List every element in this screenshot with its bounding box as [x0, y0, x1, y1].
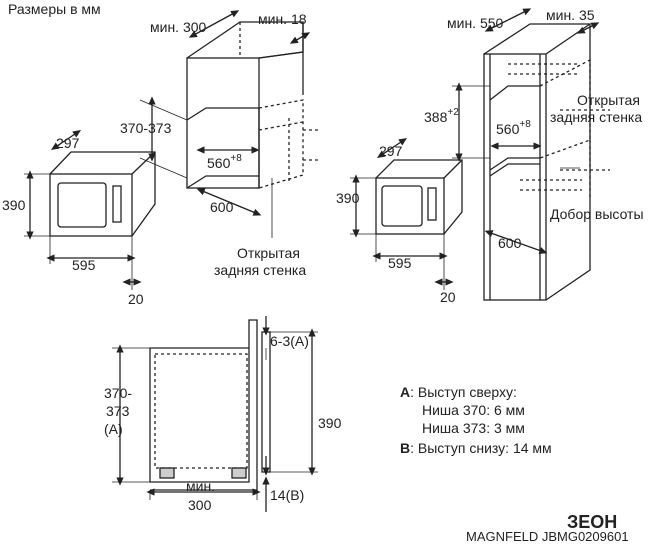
label2-mw-depth: 297	[379, 143, 403, 159]
niche-opening-top	[186, 107, 259, 121]
tall-niche-top	[489, 85, 540, 101]
dim-depth-300	[188, 10, 240, 38]
label-niche-gap: мин. 18	[258, 11, 307, 27]
side-label-height-a: 370-	[104, 385, 132, 401]
side-label-depth-a: мин.	[186, 478, 215, 494]
label2-niche-gap: мин. 35	[546, 7, 595, 23]
diagram-side-view	[112, 316, 318, 512]
side-label-total-height: 390	[318, 415, 342, 431]
tall-niche-shelf	[489, 157, 540, 171]
dim-gap-18	[289, 32, 311, 44]
dim2-depth-550	[484, 8, 532, 32]
label2-shelf: Добор высоты	[550, 206, 644, 222]
label2-mw-width: 595	[388, 255, 412, 271]
dim-mw-depth-297	[50, 129, 82, 151]
tall-cabinet-front	[483, 53, 547, 301]
label-niche-width: 560+8	[207, 153, 242, 171]
diagram-wall-niche	[24, 10, 318, 290]
label2-niche-width: 560+8	[496, 119, 531, 137]
label2-back-wall-a: Открытая	[577, 92, 640, 108]
microwave-door-window	[57, 182, 107, 228]
label-niche-height: 370-373	[120, 120, 172, 136]
microwave-front	[49, 173, 133, 237]
dim-depth-600	[196, 188, 262, 216]
legend-a-line2: Ниша 370: 6 мм	[422, 402, 525, 418]
label-cabinet-depth: 600	[210, 199, 234, 215]
microwave2-body	[375, 159, 463, 235]
side-label-height-b: 373	[106, 403, 130, 419]
legend-a-line3: Ниша 373: 3 мм	[422, 420, 525, 436]
label-mw-height: 390	[2, 197, 26, 213]
side-label-top-offset: 6-3(A)	[270, 333, 309, 349]
microwave2-door-window	[381, 185, 423, 227]
page-title: Размеры в мм	[8, 1, 101, 17]
label2-cabinet-depth: 600	[498, 235, 522, 251]
diagram-tall-cabinet	[350, 8, 610, 301]
dim2-mw-depth-297	[376, 137, 408, 159]
footer-model-code: MAGNFELD JBMG0209601	[466, 529, 629, 544]
label-mw-width: 595	[72, 257, 96, 273]
tall-cabinet-side	[483, 23, 591, 301]
label2-front-thickness: 20	[440, 289, 456, 305]
side-cabinet-section	[149, 319, 258, 491]
side-label-depth-b: 300	[188, 497, 212, 513]
side-microwave-body	[154, 353, 248, 469]
label-back-wall-1b: задняя стенка	[214, 262, 306, 278]
label2-niche-height: 388+2	[424, 107, 459, 125]
label2-back-wall-b: задняя стенка	[550, 109, 642, 125]
legend-a: A: Выступ сверху:	[400, 384, 517, 400]
label2-niche-depth: мин. 550	[447, 15, 504, 31]
microwave-control-panel	[112, 185, 122, 223]
dim2-gap-35	[576, 22, 600, 34]
microwave2-front	[375, 177, 445, 235]
watermark-logo: ЗЕОН	[567, 512, 617, 532]
label-front-thickness: 20	[128, 291, 144, 307]
open-back-wall-1	[258, 99, 304, 189]
dim2-depth-600	[484, 230, 548, 254]
side-foot-right	[231, 467, 247, 479]
label-mw-depth: 297	[56, 135, 80, 151]
side-foot-left	[159, 467, 175, 479]
label-back-wall-1a: Открытая	[237, 245, 300, 261]
label-niche-depth: мин. 300	[150, 19, 207, 35]
open-back-wall-2	[539, 58, 591, 159]
side-label-height-c: (A)	[104, 421, 123, 437]
side-label-bottom-offset: 14(B)	[270, 487, 304, 503]
label2-mw-height: 390	[336, 190, 360, 206]
microwave-body	[49, 151, 156, 237]
microwave2-control-panel	[427, 187, 437, 221]
legend-b: B: Выступ снизу: 14 мм	[400, 440, 552, 456]
